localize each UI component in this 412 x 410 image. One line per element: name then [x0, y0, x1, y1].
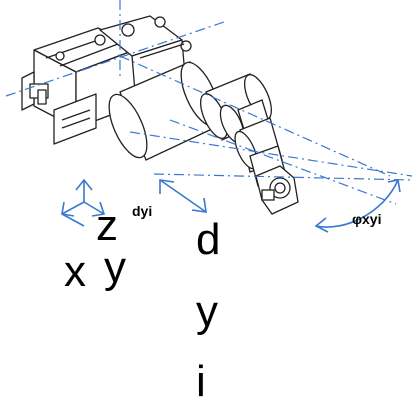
offset-label-large-line-2: y	[196, 287, 218, 336]
axis-label-x: x	[64, 247, 86, 296]
offset-dimension-arrow	[159, 179, 207, 213]
coordinate-axes-icon	[61, 178, 106, 227]
angle-arc	[314, 179, 401, 233]
axis-label-y: y	[104, 243, 126, 292]
centerlines	[5, 0, 412, 205]
angle-label: φxyi	[352, 211, 382, 227]
offset-label-large-line-3: i	[196, 357, 206, 406]
actuator-tube	[108, 61, 287, 187]
offset-label-large-line-1: d	[196, 215, 221, 264]
axis-label-z: z	[96, 201, 118, 250]
offset-label-small: dyi	[132, 203, 153, 219]
rod-end-clevis	[255, 165, 299, 215]
